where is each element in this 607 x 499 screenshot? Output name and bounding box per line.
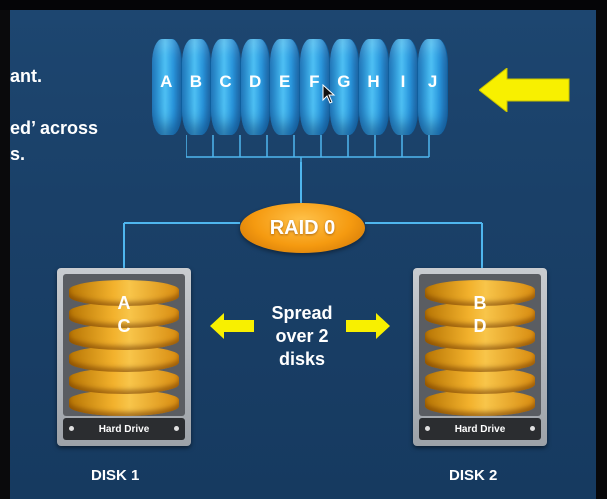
disk-1-caption: DISK 1 (91, 467, 140, 484)
mouse-pointer-icon (322, 84, 336, 104)
data-block-i: I (388, 39, 419, 135)
data-block-j: J (418, 39, 448, 135)
data-block-g: G (329, 39, 360, 135)
slide-text-line-2: ed’ across (10, 118, 99, 138)
disk2-block-d: D (473, 316, 487, 336)
disk1-hard-drive-label: Hard Drive (98, 423, 150, 435)
disk2-block-b: B (473, 293, 487, 313)
top-frame-bar (0, 0, 607, 10)
slide-text-line-1: ant. (10, 66, 43, 86)
slide-text-line-3: s. (10, 144, 26, 164)
arrow-right-icon (346, 313, 390, 339)
right-frame-bar (596, 10, 607, 499)
data-block-h: H (359, 39, 389, 135)
block-connector-comb (186, 135, 430, 167)
data-block-a: A (152, 39, 182, 135)
data-block-cylinder: A B C D E F G H I J (152, 39, 448, 135)
arrow-left-icon (479, 68, 570, 112)
data-block-c: C (211, 39, 241, 135)
data-block-b: B (181, 39, 212, 135)
disk1-block-c: C (117, 316, 131, 336)
data-block-d: D (240, 39, 271, 135)
hard-drive-disk-2: B D Hard Drive (413, 268, 547, 446)
disk-2-caption: DISK 2 (449, 467, 498, 484)
raid0-badge: RAID 0 (240, 203, 365, 253)
hard-drive-disk-1: A C Hard Drive (57, 268, 191, 446)
raid0-slide: ant. ed’ across s. A B C D E F G H I J (10, 10, 596, 499)
spread-caption: Spread over 2 disks (271, 303, 333, 369)
connector-lines (123, 162, 483, 268)
arrow-left-icon (210, 313, 254, 339)
data-block-e: E (270, 39, 300, 135)
disk2-hard-drive-label: Hard Drive (454, 423, 506, 435)
disk1-block-a: A (117, 293, 131, 313)
